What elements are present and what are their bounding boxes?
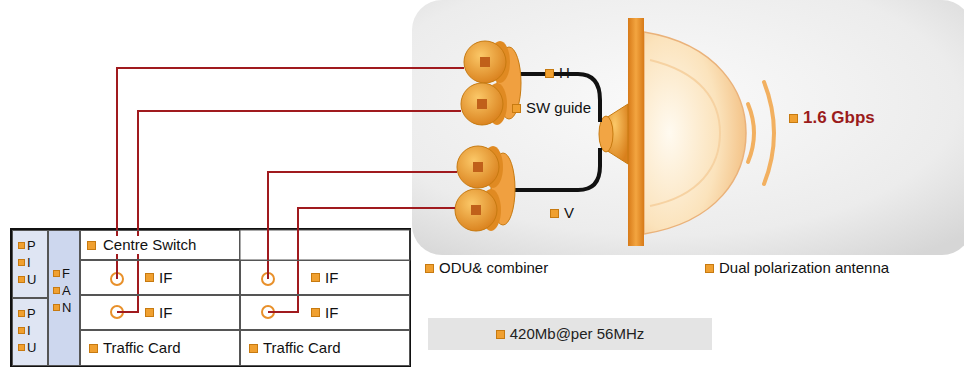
card-label: IF	[159, 269, 172, 287]
bullet	[425, 264, 434, 273]
unit-letters: P I U	[27, 305, 40, 356]
unit-column: P I U	[12, 230, 48, 298]
dish-ring	[650, 60, 720, 206]
bullet	[18, 242, 25, 249]
bullet	[789, 114, 798, 123]
card-slot: Traffic Card	[240, 330, 410, 366]
card-label: IF	[159, 304, 172, 322]
bullet	[311, 308, 320, 317]
bullet	[145, 308, 154, 317]
card-slot: Centre Switch	[80, 230, 240, 260]
if-cable	[117, 111, 461, 312]
card-slot: IF	[240, 260, 410, 295]
text-row: IF	[311, 261, 338, 294]
card-label: Traffic Card	[263, 339, 341, 357]
bullet	[53, 287, 60, 294]
bullet	[705, 264, 714, 273]
unit-letters: F A N	[62, 265, 75, 316]
dish	[644, 32, 746, 234]
bullet	[87, 241, 96, 250]
if-cable	[268, 172, 457, 279]
text-row: Traffic Card	[89, 331, 181, 365]
ground-panel	[412, 0, 964, 255]
odu	[455, 189, 501, 231]
text-row: IF	[311, 296, 338, 329]
card-slot: IF	[80, 260, 240, 295]
unit-letters: P I U	[27, 237, 40, 288]
text-row: Traffic Card	[249, 331, 341, 365]
card-label: IF	[325, 269, 338, 287]
label-row: V	[550, 204, 574, 222]
label-row: 1.6 Gbps	[789, 109, 875, 127]
note-box: 420Mb@per 56MHz	[428, 318, 712, 350]
rack-outline	[11, 229, 410, 366]
odu	[464, 41, 510, 83]
unit-column: P I U	[12, 298, 48, 366]
bullet	[18, 327, 25, 334]
bullet	[18, 276, 25, 283]
part-label: 1.6 Gbps	[803, 109, 875, 127]
antenna-mount	[628, 18, 644, 246]
card-label: Centre Switch	[101, 236, 198, 254]
label-row: Dual polarization antenna	[705, 259, 889, 277]
card-slot: IF	[240, 295, 410, 330]
text-row: Centre Switch	[87, 231, 198, 259]
text-row: IF	[145, 296, 172, 329]
bullet	[18, 310, 25, 317]
part-label: V	[564, 204, 574, 222]
waveguide	[510, 148, 600, 190]
bullet	[311, 273, 320, 282]
bullet	[496, 330, 505, 339]
bullet	[18, 344, 25, 351]
bullet	[89, 344, 98, 353]
label-row: SW guide	[512, 99, 591, 117]
odu	[461, 83, 507, 125]
card-slot: IF	[80, 295, 240, 330]
radiation-arc	[764, 82, 774, 184]
radiation-arc	[748, 104, 754, 162]
bullet	[53, 270, 60, 277]
bullet	[53, 304, 60, 311]
card-slot: Traffic Card	[80, 330, 240, 366]
waveguide	[515, 74, 600, 122]
bullet	[249, 344, 258, 353]
part-label: SW guide	[526, 99, 591, 117]
bullet	[18, 259, 25, 266]
label-row: H	[545, 64, 570, 82]
bullet	[512, 104, 521, 113]
bullet	[550, 209, 559, 218]
odu	[457, 146, 503, 188]
note-text: 420Mb@per 56MHz	[510, 325, 644, 343]
text-row: 420Mb@per 56MHz	[428, 318, 712, 350]
bullet	[545, 69, 554, 78]
part-label: Dual polarization antenna	[719, 259, 889, 277]
part-label: H	[559, 64, 570, 82]
card-label: Traffic Card	[103, 339, 181, 357]
empty-slot	[240, 230, 410, 260]
card-label: IF	[325, 304, 338, 322]
bullet	[145, 273, 154, 282]
unit-column: F A N	[48, 230, 80, 366]
part-label: ODU& combiner	[439, 259, 548, 277]
label-row: ODU& combiner	[425, 259, 548, 277]
text-row: IF	[145, 261, 172, 294]
